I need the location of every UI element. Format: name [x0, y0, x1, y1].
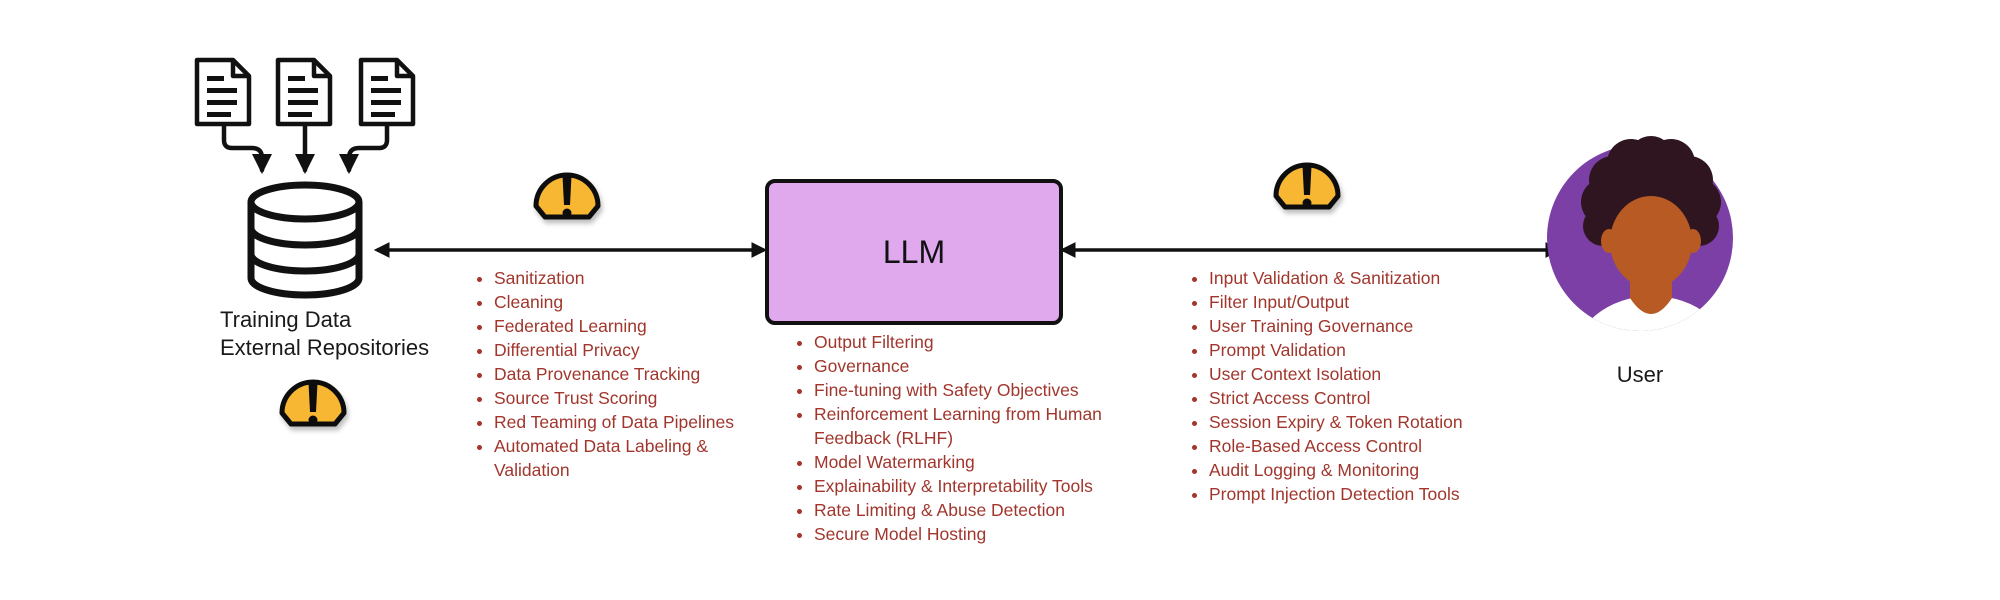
list-item: Filter Input/Output [1209, 290, 1509, 314]
list-item: Automated Data Labeling & Validation [494, 434, 764, 482]
warning-icon [533, 172, 601, 220]
list-item: Sanitization [494, 266, 764, 290]
list-item: Input Validation & Sanitization [1209, 266, 1509, 290]
list-item: Audit Logging & Monitoring [1209, 458, 1509, 482]
list-item: Federated Learning [494, 314, 764, 338]
document-icon [358, 57, 416, 127]
ingest-arrow-left [221, 123, 273, 175]
document-icon [275, 57, 333, 127]
list-item: Role-Based Access Control [1209, 434, 1509, 458]
list-item: Differential Privacy [494, 338, 764, 362]
list-item: Model Watermarking [814, 450, 1114, 474]
list-item: Secure Model Hosting [814, 522, 1114, 546]
user-label: User [1616, 362, 1664, 387]
list-item: Source Trust Scoring [494, 386, 764, 410]
list-item: Strict Access Control [1209, 386, 1509, 410]
list-item: Red Teaming of Data Pipelines [494, 410, 764, 434]
list-item: User Context Isolation [1209, 362, 1509, 386]
warning-icon [1273, 162, 1341, 210]
face [1610, 196, 1692, 288]
list-item: Output Filtering [814, 330, 1114, 354]
training-data-label-line1: Training Data [220, 307, 352, 332]
ingest-arrow-right [338, 123, 390, 175]
training-data-label-line2: External Repositories [220, 334, 430, 360]
list-item: Data Provenance Tracking [494, 362, 764, 386]
training-data-label: Training Data External Repositories [220, 306, 429, 361]
llm-label: LLM [882, 233, 946, 270]
list-item: Explainability & Interpretability Tools [814, 474, 1114, 498]
list-item: Governance [814, 354, 1114, 378]
model-controls-list: Output Filtering Governance Fine-tuning … [792, 330, 1114, 546]
list-item: Reinforcement Learning from Human Feedba… [814, 402, 1114, 450]
list-item: Prompt Validation [1209, 338, 1509, 362]
list-item: Rate Limiting & Abuse Detection [814, 498, 1114, 522]
list-item: User Training Governance [1209, 314, 1509, 338]
list-item: Session Expiry & Token Rotation [1209, 410, 1509, 434]
llm-box: LLM [765, 179, 1063, 325]
warning-icon [279, 379, 347, 427]
database-icon [247, 181, 363, 299]
list-item: Prompt Injection Detection Tools [1209, 482, 1509, 506]
list-item: Fine-tuning with Safety Objectives [814, 378, 1114, 402]
data-controls-list: Sanitization Cleaning Federated Learning… [472, 266, 764, 482]
user-controls-list: Input Validation & Sanitization Filter I… [1187, 266, 1509, 506]
document-icon [194, 57, 252, 127]
list-item: Cleaning [494, 290, 764, 314]
